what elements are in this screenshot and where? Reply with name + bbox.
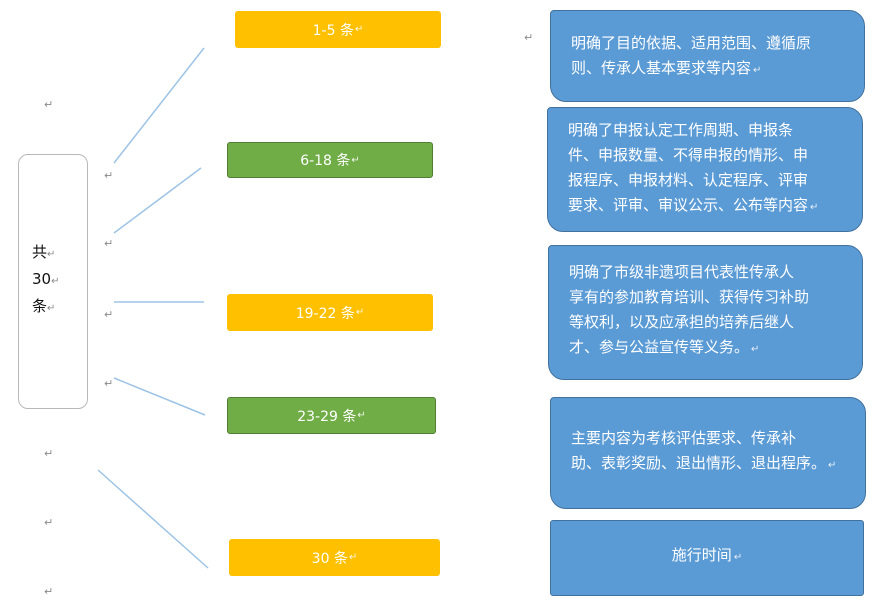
connector-line [113,47,205,164]
root-node-box [18,154,88,409]
description-line: 明确了市级非遗项目代表性传承人 [569,263,795,281]
description-line: 享有的参加教育培训、获得传习补助 [569,288,810,306]
section-box-30: 30 条↵ [229,539,440,576]
section-label: 1-5 条 [312,22,354,39]
section-label: 30 条 [311,550,348,567]
description-box-4: 主要内容为考核评估要求、传承补 助、表彰奖励、退出情形、退出程序。↵ [550,397,866,509]
connector-line [113,167,202,234]
paragraph-mark: ↵ [44,585,54,598]
paragraph-mark: ↵ [44,98,54,111]
description-line: 助、表彰奖励、退出情形、退出程序。 [571,454,827,472]
description-box-5: 施行时间↵ [550,520,864,596]
paragraph-mark: ↵ [104,169,114,182]
section-label: 19-22 条 [295,305,355,322]
connector-line [113,377,206,416]
connector-line [97,469,209,569]
description-line: 报程序、申报材料、认定程序、评审 [568,171,809,189]
description-line: 则、传承人基本要求等内容 [571,59,752,77]
section-box-19-22: 19-22 条↵ [227,294,433,331]
section-label: 6-18 条 [300,153,351,169]
section-label: 23-29 条 [297,408,357,425]
root-node-label: 共↵ 30↵ 条↵ [32,243,60,315]
description-line: 主要内容为考核评估要求、传承补 [571,429,797,447]
root-line: 30 [32,270,52,288]
section-box-6-18: 6-18 条↵ [227,142,433,178]
description-line: 等权利，以及应承担的培养后继人 [569,313,795,331]
description-line: 才、参与公益宣传等义务。 [569,338,750,356]
description-line: 明确了目的依据、适用范围、遵循原 [571,34,812,52]
paragraph-mark: ↵ [104,377,114,390]
description-box-2: 明确了申报认定工作周期、申报条 件、申报数量、不得申报的情形、申 报程序、申报材… [547,107,863,232]
root-line: 条 [32,297,48,315]
paragraph-mark: ↵ [104,237,114,250]
paragraph-mark: ↵ [44,447,54,460]
section-box-23-29: 23-29 条↵ [227,397,436,434]
section-box-1-5: 1-5 条↵ [235,11,441,48]
paragraph-mark: ↵ [524,31,534,44]
paragraph-mark: ↵ [44,516,54,529]
description-line: 件、申报数量、不得申报的情形、申 [568,146,809,164]
paragraph-mark: ↵ [104,308,114,321]
description-box-1: 明确了目的依据、适用范围、遵循原 则、传承人基本要求等内容↵ [550,10,865,102]
root-line: 共 [32,243,48,261]
description-box-3: 明确了市级非遗项目代表性传承人 享有的参加教育培训、获得传习补助 等权利，以及应… [548,245,863,380]
description-line: 施行时间 [671,546,732,564]
description-line: 明确了申报认定工作周期、申报条 [568,121,794,139]
description-line: 要求、评审、审议公示、公布等内容 [568,196,809,214]
